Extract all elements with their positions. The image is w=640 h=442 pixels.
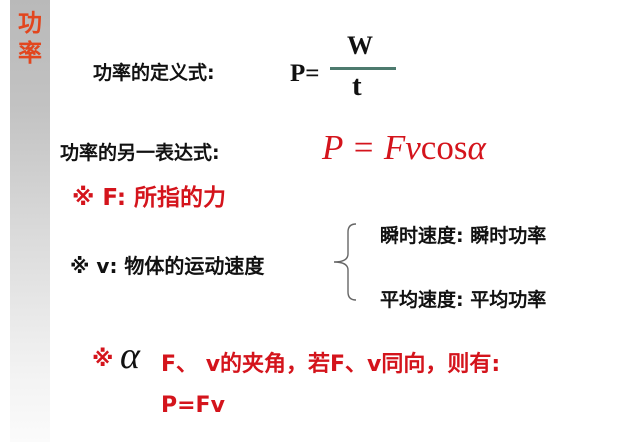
fraction-denominator: t	[352, 70, 362, 102]
conclusion-formula: P=Fv	[161, 393, 225, 418]
definition-lhs: P=	[290, 60, 320, 87]
formula-cos: cos	[420, 128, 468, 167]
slide-title-char-2: 率	[18, 39, 42, 67]
instantaneous-branch: 瞬时速度: 瞬时功率	[380, 225, 547, 247]
sidebar-bar: 功 率	[10, 0, 50, 442]
alternate-formula: P = Fvcosα	[322, 128, 486, 168]
fraction-line	[330, 67, 396, 70]
definition-label: 功率的定义式:	[93, 62, 215, 84]
formula-lhs: P = Fv	[322, 128, 421, 167]
slide-title-char-1: 功	[18, 9, 42, 37]
curly-brace-icon	[333, 223, 357, 301]
fraction-numerator: W	[347, 31, 373, 60]
f-note: ※ F: 所指的力	[72, 185, 227, 211]
average-branch: 平均速度: 平均功率	[380, 289, 547, 311]
reference-mark: ※	[92, 347, 114, 372]
alternate-label: 功率的另一表达式:	[60, 142, 220, 164]
formula-alpha: α	[467, 128, 486, 167]
alpha-symbol: α	[120, 335, 140, 377]
v-note: ※ v: 物体的运动速度	[70, 254, 265, 278]
slide-title: 功 率	[10, 8, 50, 68]
alpha-note: F、 v的夹角，若F、v同向，则有:	[161, 352, 501, 377]
